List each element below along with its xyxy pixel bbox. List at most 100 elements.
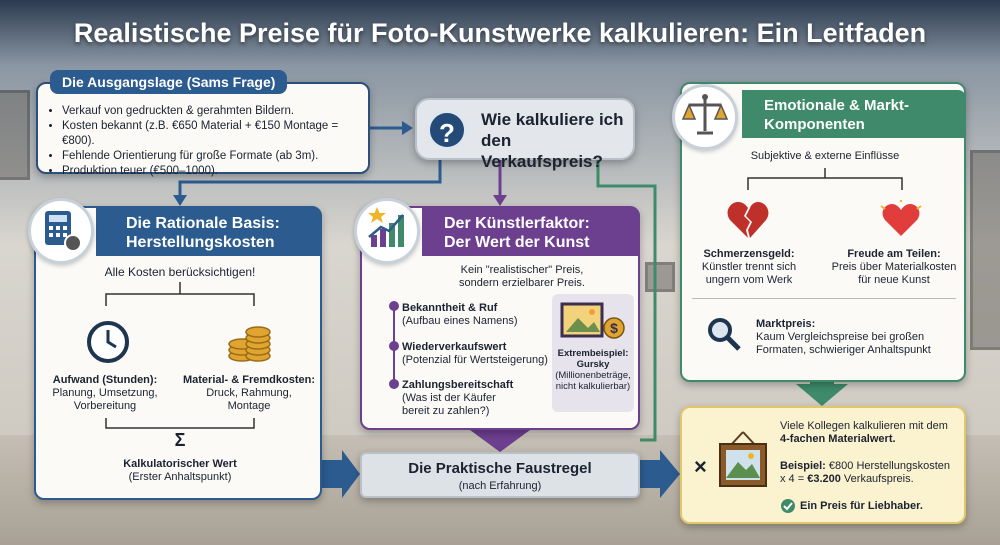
starting-situation-header: Die Ausgangslage (Sams Frage)	[50, 70, 288, 94]
joy-sharing-line-2: für neue Kunst	[858, 274, 930, 286]
arrowhead-artist	[493, 195, 507, 206]
picture-money-icon: $	[560, 302, 625, 339]
divider	[692, 298, 956, 299]
effort-line-1: Planung, Umsetzung,	[52, 387, 158, 399]
starting-situation-card: Die Ausgangslage (Sams Frage) Verkauf vo…	[36, 70, 370, 177]
list-item: Produktion teuer (€500–1000).	[62, 164, 368, 179]
joy-sharing-line-1: Preis über Materialkosten	[831, 261, 957, 273]
intro-line-2: sondern erzielbarer Preis.	[459, 277, 585, 289]
arrow-rational-to-rule	[322, 450, 360, 498]
example-price: €3.200	[807, 473, 841, 485]
header-line-1: Die Rationale Basis:	[126, 215, 280, 232]
extreme-example-box: $ Extrembeispiel: Gursky (Millionenbeträ…	[552, 294, 634, 412]
coins-icon	[228, 326, 271, 362]
market-price-title: Marktpreis:	[756, 318, 816, 330]
joy-sharing-title: Freude am Teilen:	[847, 248, 941, 260]
question-line-2: den Verkaufspreis?	[481, 131, 603, 171]
example-line-2c: Verkaufspreis.	[840, 473, 914, 485]
header-line-1: Emotionale & Markt-	[764, 97, 910, 114]
artist-item-title: Bekanntheit & Ruf	[402, 302, 498, 314]
arrowhead-rational	[173, 195, 187, 206]
branch-lines	[747, 168, 903, 190]
gallery-artwork	[645, 262, 675, 292]
calculated-value-sub: (Erster Anhaltspunkt)	[128, 471, 232, 483]
gallery-artwork	[0, 90, 30, 180]
artist-item-sub: (Was ist der Käufer	[402, 392, 496, 404]
result-line-1: Viele Kollegen kalkulieren mit dem	[780, 420, 948, 432]
rule-of-thumb-card: Die Praktische Faustregel (nach Erfahrun…	[360, 452, 640, 498]
arrowhead-start	[402, 121, 413, 135]
example-label: Beispiel:	[780, 460, 826, 472]
pain-money-line-1: Künstler trennt sich	[701, 261, 797, 273]
artist-item: Wiederverkaufswert (Potenzial für Wertst…	[402, 341, 602, 367]
arrow-question-to-rational	[178, 160, 442, 198]
arrow-question-to-emo	[596, 160, 657, 442]
result-final: Ein Preis für Liebhaber.	[800, 500, 923, 512]
example-name: Gursky	[576, 359, 610, 370]
timeline-line	[389, 301, 399, 389]
rational-intro: Alle Kosten berücksichtigen!	[104, 265, 256, 279]
emotional-market-header: Emotionale & Markt- Komponenten	[742, 90, 966, 138]
example-title: Extrembeispiel:	[557, 348, 629, 359]
magnifier-icon	[708, 318, 741, 351]
question-line-1: Wie kalkuliere ich	[481, 110, 624, 129]
effort-title: Aufwand (Stunden):	[52, 374, 158, 386]
extreme-example-text: Extrembeispiel: Gursky (Millionenbeträge…	[552, 348, 634, 392]
broken-heart-icon	[727, 202, 769, 238]
calculated-value: Kalkulatorischer Wert (Erster Anhaltspun…	[36, 458, 324, 484]
clock-icon	[87, 321, 129, 363]
emotional-market-card: Emotionale & Markt- Komponenten Subjekti…	[680, 82, 966, 382]
joy-sharing-label: Freude am Teilen: Preis über Materialkos…	[822, 248, 966, 287]
scales-icon	[672, 84, 738, 150]
material-title: Material- & Fremdkosten:	[182, 374, 316, 386]
material-line-2: Montage	[227, 400, 271, 412]
intro-line-1: Kein "realistischer" Preis,	[460, 264, 584, 276]
artist-item-title: Zahlungsbereitschaft	[402, 379, 514, 391]
artist-item-sub: (Aufbau eines Namens)	[402, 315, 518, 327]
material-label: Material- & Fremdkosten: Druck, Rahmung,…	[176, 374, 322, 413]
multiply-symbol: ×	[694, 454, 707, 479]
arrow-emo-to-result	[796, 370, 848, 406]
framed-picture-icon	[719, 431, 767, 487]
starting-situation-list: Verkauf von gedruckten & gerahmten Bilde…	[62, 104, 368, 179]
list-item: Fehlende Orientierung für große Formate …	[62, 149, 368, 164]
central-question-text: Wie kalkuliere ich den Verkaufspreis?	[481, 109, 633, 172]
calculator-icon	[28, 198, 94, 264]
question-mark-icon: ?	[427, 110, 467, 150]
result-line-2: 4-fachen Materialwert.	[780, 433, 896, 445]
growth-chart-star-icon	[354, 198, 420, 264]
svg-text:$: $	[610, 320, 618, 336]
emo-intro: Subjektive & externe Einflüsse	[750, 150, 900, 162]
market-price-line-2: Formaten, schwieriger Anhaltspunkt	[756, 344, 931, 356]
rule-of-thumb-sub: (nach Erfahrung)	[458, 480, 542, 492]
material-line-1: Druck, Rahmung,	[206, 387, 292, 399]
pain-money-line-2: ungern vom Werk	[705, 274, 793, 286]
artist-factor-header: Der Künstlerfaktor: Der Wert der Kunst	[422, 208, 640, 256]
arrow-rule-to-result	[640, 450, 680, 498]
header-line-2: Herstellungskosten	[126, 234, 275, 251]
artist-item: Zahlungsbereitschaft (Was ist der Käufer…	[402, 379, 542, 418]
rule-of-thumb-title: Die Praktische Faustregel	[408, 460, 592, 477]
result-text: Viele Kollegen kalkulieren mit dem 4-fac…	[780, 420, 966, 446]
example-line-1: €800 Herstellungskosten	[825, 460, 950, 472]
example-sub-1: (Millionenbeträge,	[555, 370, 631, 381]
central-question-card: ? Wie kalkuliere ich den Verkaufspreis?	[415, 98, 635, 171]
arrow-artist-to-rule	[470, 430, 530, 452]
example-sub-2: nicht kalkulierbar)	[555, 381, 631, 392]
artist-item-sub: (Potenzial für Wertsteigerung)	[402, 354, 548, 366]
market-price-label: Marktpreis: Kaum Vergleichspreise bei gr…	[756, 318, 966, 357]
market-price-line-1: Kaum Vergleichspreise bei großen	[756, 331, 925, 343]
calculated-value-title: Kalkulatorischer Wert	[123, 458, 237, 470]
gallery-artwork	[970, 150, 1000, 350]
merge-lines	[105, 418, 255, 429]
artist-item-title: Wiederverkaufswert	[402, 341, 507, 353]
sigma-symbol: Σ	[174, 430, 186, 450]
result-example: Beispiel: €800 Herstellungskosten x 4 = …	[780, 460, 966, 486]
artist-intro: Kein "realistischer" Preis, sondern erzi…	[402, 264, 642, 290]
pain-money-label: Schmerzensgeld: Künstler trennt sich ung…	[684, 248, 814, 287]
result-card: × Viele Kollegen kalkulieren mit dem 4-f…	[680, 406, 966, 524]
rational-basis-header: Die Rationale Basis: Herstellungskosten	[96, 208, 322, 256]
page-title: Realistische Preise für Foto-Kunstwerke …	[73, 18, 927, 48]
pain-money-title: Schmerzensgeld:	[703, 248, 795, 260]
